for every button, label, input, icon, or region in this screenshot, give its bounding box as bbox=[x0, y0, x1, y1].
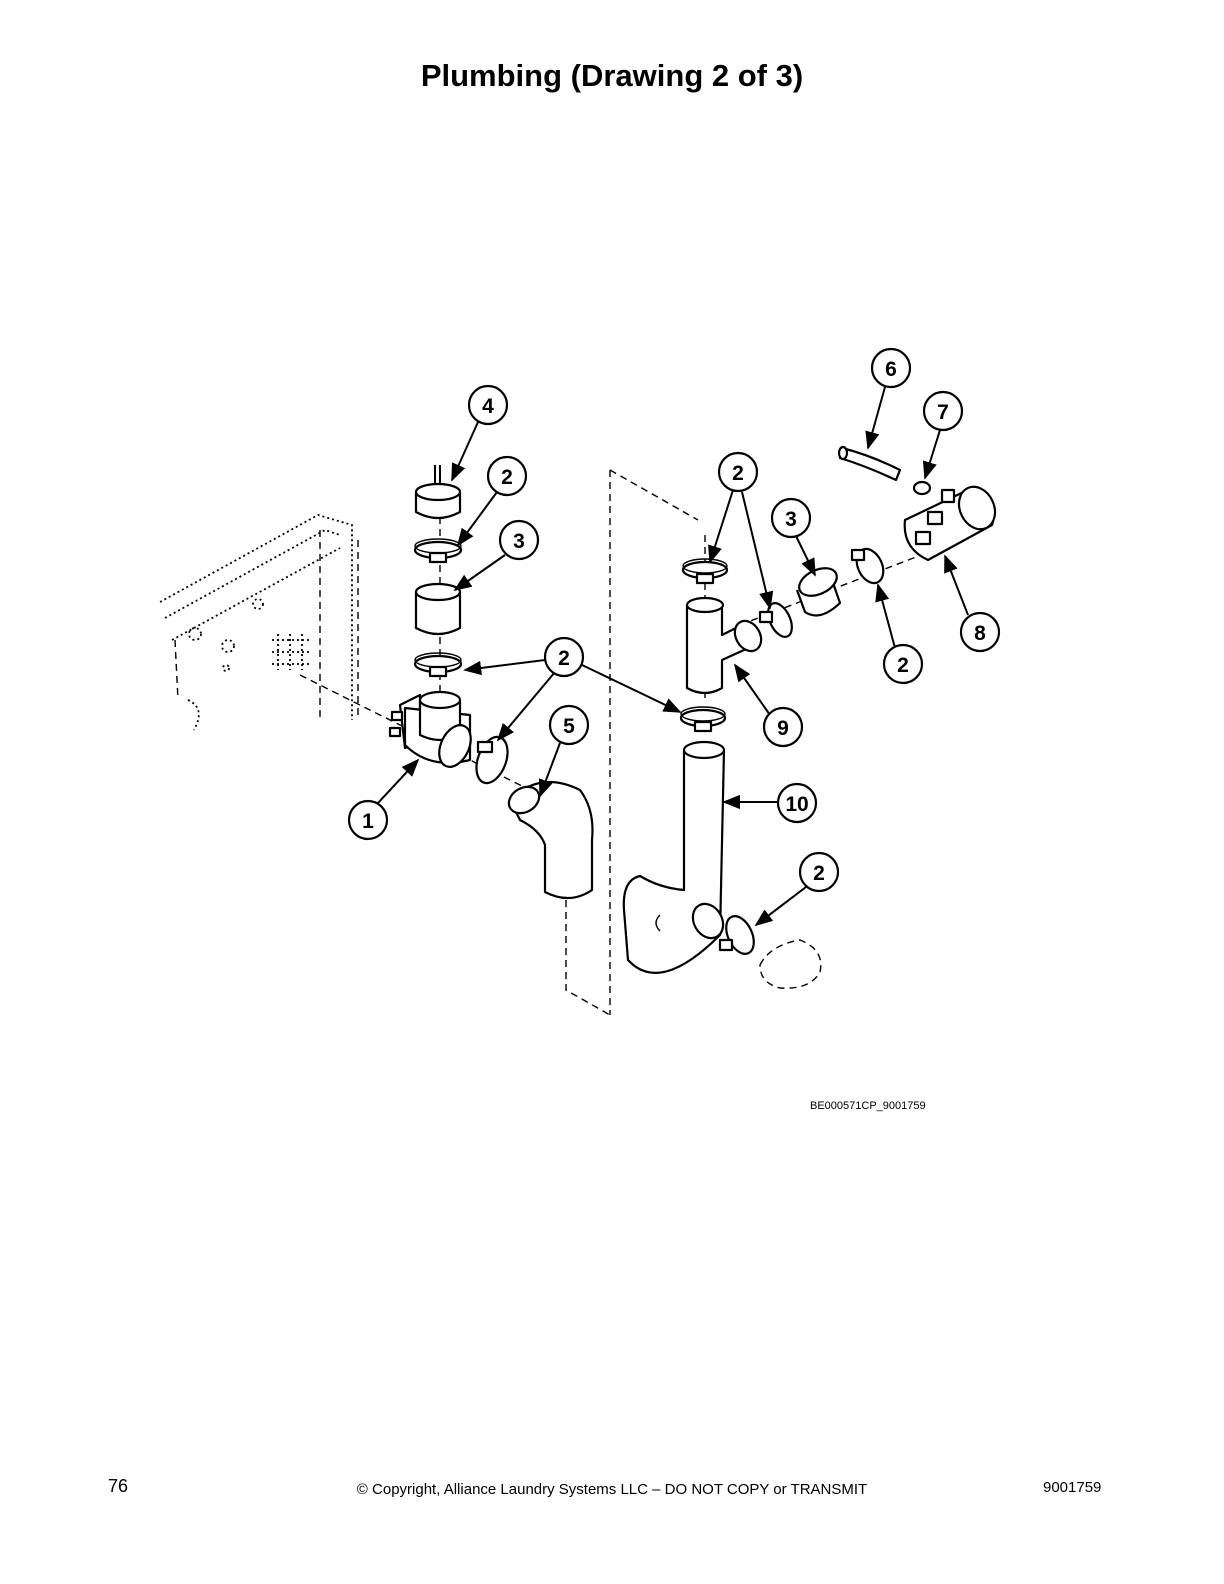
copyright-notice: © Copyright, Alliance Laundry Systems LL… bbox=[356, 1481, 868, 1498]
callout-4-label: 4 bbox=[482, 395, 494, 418]
document-number: 9001759 bbox=[1043, 1479, 1102, 1496]
hose-clamp-top-right bbox=[681, 558, 729, 585]
callout-7: 7 bbox=[922, 390, 964, 432]
hose-clamp-tee-branch bbox=[758, 602, 793, 638]
callout-6-label: 6 bbox=[885, 358, 897, 381]
hose-clamp-mid-left bbox=[413, 652, 463, 678]
callout-7-label: 7 bbox=[937, 401, 949, 424]
part-3-coupling-left bbox=[414, 582, 462, 636]
callout-2-center: 2 bbox=[543, 636, 585, 678]
part-7-small-clamp bbox=[912, 480, 932, 496]
callout-10-label: 10 bbox=[785, 793, 808, 816]
callout-3-left: 3 bbox=[498, 519, 540, 561]
callout-5: 5 bbox=[548, 704, 590, 746]
hose-clamp-drain-outlet bbox=[718, 915, 755, 955]
callout-2-label: 2 bbox=[813, 862, 825, 885]
callout-2-top-left: 2 bbox=[486, 455, 528, 497]
callout-8: 8 bbox=[959, 611, 1001, 653]
callout-1-label: 1 bbox=[362, 810, 374, 833]
callout-2-label: 2 bbox=[558, 647, 570, 670]
page-number: 76 bbox=[108, 1476, 129, 1496]
callout-4: 4 bbox=[467, 384, 509, 426]
callout-10: 10 bbox=[776, 782, 818, 824]
callout-3-label: 3 bbox=[785, 508, 797, 531]
callout-2-top-right: 2 bbox=[717, 451, 759, 493]
machine-frame bbox=[159, 514, 531, 791]
callout-2-bottom: 2 bbox=[798, 851, 840, 893]
callout-3-right: 3 bbox=[770, 497, 812, 539]
page-title: Plumbing (Drawing 2 of 3) bbox=[420, 58, 804, 93]
callout-9: 9 bbox=[762, 706, 804, 748]
hose-clamp-right bbox=[850, 547, 885, 585]
callout-3-label: 3 bbox=[513, 530, 525, 553]
callout-1: 1 bbox=[347, 799, 389, 841]
part-5-elbow-hose bbox=[507, 780, 594, 900]
part-4-cap bbox=[414, 465, 462, 520]
part-1-drain-valve bbox=[388, 690, 472, 768]
leader-lines bbox=[377, 386, 969, 927]
callout-5-label: 5 bbox=[563, 715, 575, 738]
part-8-manifold bbox=[903, 485, 997, 562]
callout-9-label: 9 bbox=[777, 717, 789, 740]
part-6-small-hose bbox=[837, 445, 902, 482]
part-10-drain-tube bbox=[622, 740, 726, 974]
callout-2-label: 2 bbox=[732, 462, 744, 485]
part-3-coupling-right bbox=[795, 567, 842, 617]
hose-clamp-lower-center bbox=[679, 706, 727, 733]
callout-6: 6 bbox=[870, 347, 912, 389]
part-9-tee-fitting bbox=[685, 596, 763, 695]
callout-2-label: 2 bbox=[501, 466, 513, 489]
callout-2-right: 2 bbox=[882, 643, 924, 685]
hose-clamp-upper-left bbox=[413, 538, 463, 564]
callout-2-label: 2 bbox=[897, 654, 909, 677]
callout-8-label: 8 bbox=[974, 622, 986, 645]
figure-id: BE000571CP_9001759 bbox=[810, 1100, 926, 1112]
